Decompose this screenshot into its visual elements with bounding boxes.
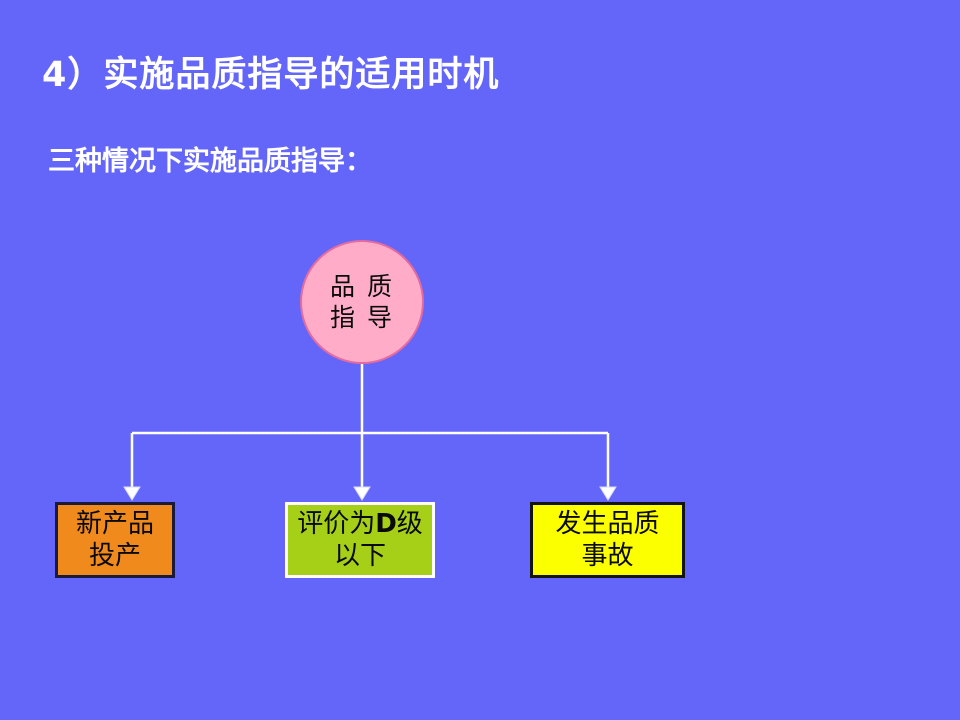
arrowhead-right-icon <box>599 486 617 501</box>
arrowhead-left-icon <box>123 486 141 501</box>
title-text: 实施品质指导的适用时机 <box>103 54 500 95</box>
node-root-quality-guidance: 品 质 指 导 <box>300 240 424 364</box>
node-grade-d-line1: 评价为D级 <box>297 508 423 541</box>
node-new-product-line1: 新产品 <box>75 508 154 539</box>
title-number: 4 <box>42 55 68 95</box>
node-grade-d-line1-prefix: 评价为 <box>297 508 376 539</box>
node-quality-incident-line1: 发生品质 <box>555 508 660 539</box>
node-new-product: 新产品 投产 <box>55 502 175 578</box>
node-root-line1: 品 质 <box>330 271 394 301</box>
arrowhead-center-icon <box>353 486 371 501</box>
node-grade-d-line1-grade: D <box>375 508 397 539</box>
page-title: 4）实施品质指导的适用时机 <box>42 54 500 95</box>
node-grade-d-line1-suffix: 级 <box>396 508 423 539</box>
node-grade-d-or-below: 评价为D级 以下 <box>285 502 435 578</box>
node-quality-incident-line2: 事故 <box>581 541 634 571</box>
node-grade-d-line2: 以下 <box>333 541 386 571</box>
node-quality-incident: 发生品质 事故 <box>530 502 685 578</box>
node-new-product-line2: 投产 <box>88 541 141 571</box>
title-paren: ） <box>67 54 104 95</box>
subtitle: 三种情况下实施品质指导： <box>48 146 372 177</box>
node-root-line2: 指 导 <box>330 303 394 332</box>
